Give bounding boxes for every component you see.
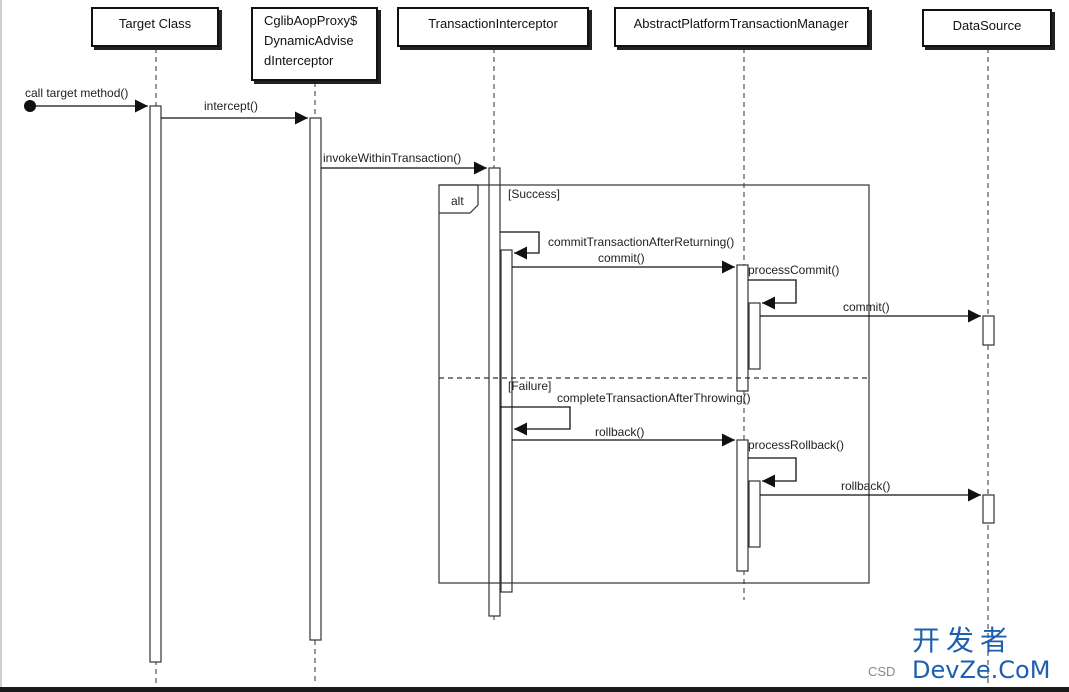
activation-interceptor [488, 167, 501, 617]
activation-datasource-commit [982, 315, 995, 346]
message-commit-after-returning: commitTransactionAfterReturning() [500, 231, 734, 260]
message-process-rollback-label: processRollback() [748, 438, 844, 452]
message-process-commit-label: processCommit() [748, 263, 839, 277]
participant-datasource: DataSource [922, 9, 1052, 47]
message-complete-after-label: completeTransactionAfterThrowing() [557, 391, 751, 405]
message-intercept-label: intercept() [204, 99, 258, 113]
message-complete-after-throwing: completeTransactionAfterThrowing() [500, 391, 751, 436]
message-commit-to-datasource: commit() [760, 300, 981, 323]
message-rollback1-label: rollback() [595, 425, 644, 439]
participant-datasource-label: DataSource [953, 18, 1022, 33]
participant-interceptor-label: TransactionInterceptor [428, 16, 558, 31]
message-commit1-label: commit() [598, 251, 645, 265]
message-process-rollback: processRollback() [748, 438, 844, 488]
frame-left-edge [0, 0, 2, 692]
guard-success: [Success] [508, 187, 560, 201]
participant-manager-label: AbstractPlatformTransactionManager [634, 16, 850, 31]
alt-fragment: alt [Success] [Failure] [438, 184, 870, 584]
message-rollback2-label: rollback() [841, 479, 890, 493]
message-call-label: call target method() [25, 86, 128, 100]
activation-manager-rollback-nested [748, 480, 761, 548]
participant-proxy: CglibAopProxy$ DynamicAdvise dIntercepto… [251, 7, 378, 81]
participant-proxy-label-2: DynamicAdvise [264, 33, 354, 48]
message-rollback-to-datasource: rollback() [760, 479, 981, 502]
watermark: 开发者 CSD DevZe.CoM [868, 624, 1050, 684]
message-process-commit: processCommit() [748, 263, 839, 310]
activation-target [149, 105, 162, 663]
message-invoke-within-transaction: invokeWithinTransaction() [321, 151, 487, 175]
activation-manager-commit-nested [748, 302, 761, 370]
message-commit-after-label: commitTransactionAfterReturning() [548, 235, 734, 249]
message-call-target-method: call target method() [24, 86, 148, 113]
participant-proxy-label-1: CglibAopProxy$ [264, 13, 358, 28]
watermark-csdn: CSD [868, 664, 895, 679]
watermark-cn: 开发者 [912, 624, 1014, 657]
message-commit-to-manager: commit() [512, 251, 735, 274]
participant-manager: AbstractPlatformTransactionManager [614, 7, 869, 47]
alt-operator-label: alt [451, 194, 464, 208]
message-rollback-to-manager: rollback() [512, 425, 735, 447]
participant-interceptor: TransactionInterceptor [397, 7, 589, 47]
participant-proxy-label-3: dInterceptor [264, 53, 334, 68]
activation-datasource-rollback [982, 494, 995, 524]
participant-target-label: Target Class [119, 16, 192, 31]
activation-manager-commit [736, 264, 749, 392]
participant-target: Target Class [91, 7, 219, 47]
activation-manager-rollback [736, 439, 749, 572]
initial-point [24, 100, 36, 112]
activation-proxy [309, 117, 322, 641]
frame-bottom-edge [0, 687, 1069, 692]
message-invoke-label: invokeWithinTransaction() [323, 151, 461, 165]
watermark-en: DevZe.CoM [912, 656, 1050, 684]
message-intercept: intercept() [161, 99, 308, 125]
message-commit2-label: commit() [843, 300, 890, 314]
activation-interceptor-nested [500, 249, 513, 593]
guard-failure: [Failure] [508, 379, 551, 393]
